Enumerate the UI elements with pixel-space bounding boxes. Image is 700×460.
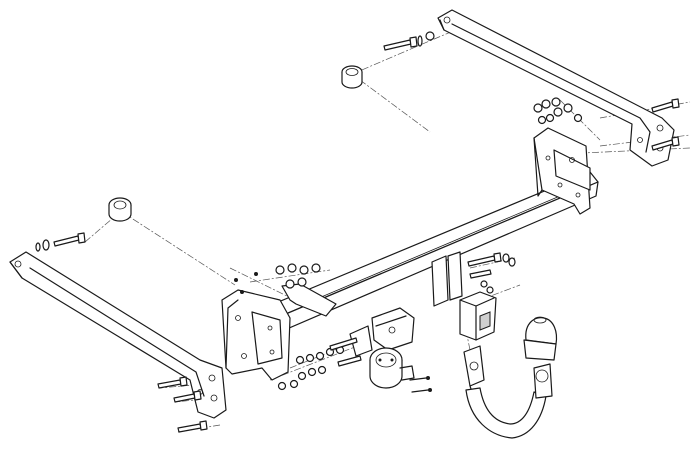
centre-bracket [349, 251, 463, 357]
spacer-bushing-left [108, 197, 132, 222]
receiver-socket [459, 291, 497, 341]
tow-ball-cap [523, 316, 558, 361]
electric-socket [369, 347, 415, 389]
socket-screws [409, 376, 432, 393]
bolt-top [383, 31, 435, 51]
bolts-right-arm [651, 98, 680, 151]
nuts-right-plate [533, 97, 583, 125]
left-mounting-plate [221, 283, 337, 381]
nuts-left-plate [234, 263, 321, 294]
right-mounting-plate [533, 127, 591, 215]
bolts-lower [277, 337, 362, 391]
detachable-swan-neck [463, 345, 553, 439]
spacer-bushing-top [341, 65, 363, 89]
bolts-centre [467, 252, 516, 294]
fasteners [35, 31, 680, 433]
bolts-left-arm [157, 376, 208, 433]
bolt-left [35, 232, 86, 252]
left-side-arm [9, 251, 227, 419]
